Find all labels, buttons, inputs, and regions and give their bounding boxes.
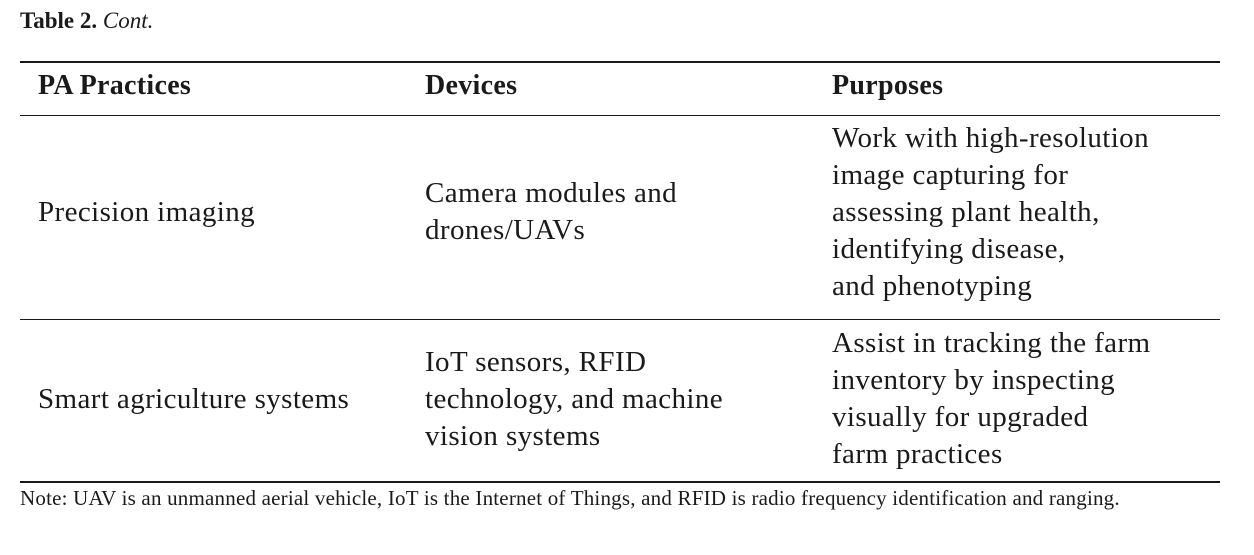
table-caption: Table 2. Cont. — [20, 8, 153, 34]
cell-line: farm practices — [832, 438, 1003, 470]
cell-line: drones/UAVs — [425, 214, 586, 246]
cell-line: IoT sensors, RFID — [425, 346, 647, 378]
cell-line: visually for upgraded — [832, 401, 1089, 433]
row1-purposes: Work with high-resolution image capturin… — [832, 120, 1149, 305]
cell-line: Smart agriculture systems — [38, 383, 350, 415]
table-note: Note: UAV is an unmanned aerial vehicle,… — [20, 486, 1120, 510]
top-rule — [20, 61, 1220, 63]
row2-practice: Smart agriculture systems — [38, 381, 349, 418]
cell-line: technology, and machine — [425, 383, 724, 415]
cell-line: Precision imaging — [38, 196, 256, 228]
row2-purposes: Assist in tracking the farm inventory by… — [832, 325, 1150, 473]
bottom-rule — [20, 481, 1220, 483]
header-pa-practices: PA Practices — [38, 70, 192, 101]
cell-line: identifying disease, — [832, 233, 1066, 265]
table-label: Table 2. — [20, 8, 98, 33]
header-purposes: Purposes — [832, 70, 944, 101]
header-devices: Devices — [425, 70, 518, 101]
cell-line: Camera modules and — [425, 177, 678, 209]
cell-line: assessing plant health, — [832, 196, 1100, 228]
cell-line: Assist in tracking the farm — [832, 327, 1151, 359]
header-rule — [20, 115, 1220, 116]
cell-line: inventory by inspecting — [832, 364, 1116, 396]
row1-practice: Precision imaging — [38, 194, 255, 231]
cell-line: and phenotyping — [832, 270, 1033, 302]
cell-line: Work with high-resolution — [832, 122, 1149, 154]
row1-devices: Camera modules and drones/UAVs — [425, 175, 677, 249]
row-rule — [20, 319, 1220, 320]
row2-devices: IoT sensors, RFID technology, and machin… — [425, 344, 723, 455]
cell-line: image capturing for — [832, 159, 1069, 191]
cell-line: vision systems — [425, 420, 601, 452]
table-cont: Cont. — [102, 8, 154, 33]
